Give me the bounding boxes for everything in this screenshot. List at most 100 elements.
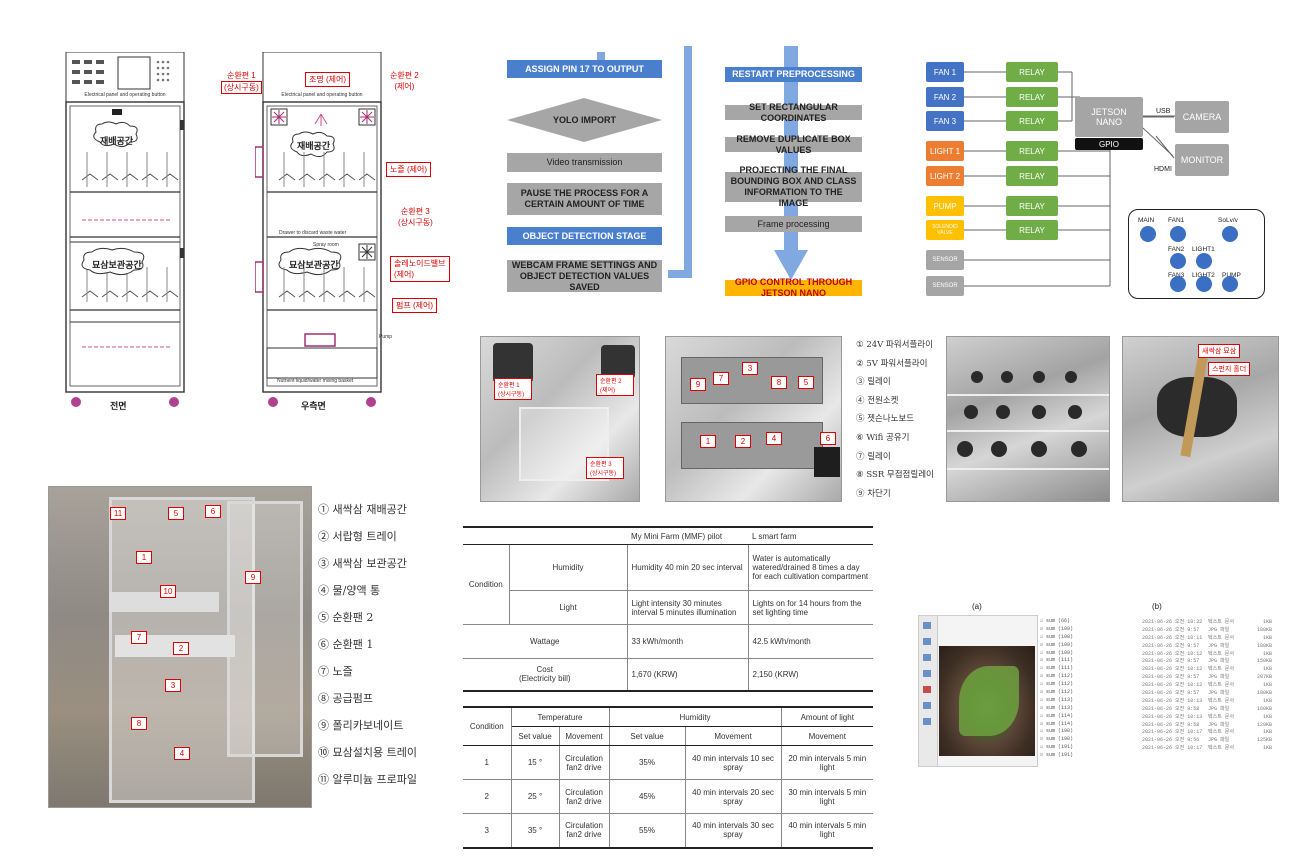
tool-open-icon[interactable] (923, 622, 931, 629)
file-item[interactable]: ☑ sum (109) (1040, 642, 1073, 650)
usb-label: USB (1156, 108, 1171, 115)
file-item-checkbox[interactable]: ☑ (1040, 641, 1047, 648)
tool-delete-icon[interactable] (923, 718, 931, 725)
file-item[interactable]: ☑ sum (190) (1040, 736, 1073, 744)
file-item-checkbox[interactable]: ☐ (1040, 728, 1047, 735)
legend-component-item: ③ 새싹삼 보관공간 (318, 557, 407, 570)
file-date: 2021-06-26 오전 10:13 (1142, 713, 1203, 720)
file-item[interactable]: ☐ sum (112) (1040, 681, 1073, 689)
panel-label-a: (a) (972, 602, 982, 611)
file-item[interactable]: ☑ sum (191) (1040, 752, 1073, 760)
file-item[interactable]: ☑ sum (112) (1040, 673, 1073, 681)
farm-door-shape (227, 501, 303, 757)
tool-save-icon[interactable] (923, 670, 931, 677)
file-item[interactable]: ☐ sum (111) (1040, 665, 1073, 673)
file-item[interactable]: ☐ sum (190) (1040, 728, 1073, 736)
file-date: 2021-06-26 오전 10:12 (1142, 666, 1203, 673)
file-item-checkbox[interactable]: ☐ (1040, 744, 1047, 751)
file-type: 텍스트 문서 (1208, 682, 1235, 689)
file-item-checkbox[interactable]: ☑ (1040, 704, 1047, 711)
file-item-name: sum (112) (1046, 681, 1074, 688)
monitor-box: MONITOR (1175, 144, 1229, 176)
file-item-checkbox[interactable]: ☐ (1040, 681, 1047, 688)
farm-tag-7: 7 (131, 631, 147, 644)
tag-fan1-text: 순환편 1 (227, 71, 256, 80)
file-size: 1KB (1262, 697, 1272, 704)
panel-tag-6: 6 (820, 432, 836, 445)
panel-tag-8: 8 (771, 376, 787, 389)
relay-pump: RELAY (1006, 196, 1058, 216)
file-item[interactable]: ☐ sum (113) (1040, 697, 1073, 705)
table-header-cell: My Mini Farm (MMF) pilot (627, 526, 748, 545)
panel-tag-3: 3 (742, 362, 758, 375)
file-item[interactable]: ☐ sum (109) (1040, 650, 1073, 658)
photo1-tag-fan2: 순환편 2 (제어) (596, 374, 634, 396)
tool-box-icon[interactable] (923, 686, 931, 693)
table-group-row: Condition Temperature Humidity Amount of… (463, 706, 873, 746)
farm-shelf-shape (109, 592, 219, 612)
file-item[interactable]: ☑ sum (113) (1040, 705, 1073, 713)
file-item[interactable]: ☐ sum (108) (1040, 634, 1073, 642)
farm-tag-8: 8 (131, 717, 147, 730)
tool-prev-icon[interactable] (923, 654, 931, 661)
file-item-checkbox[interactable]: ☐ (1040, 618, 1047, 624)
file-item-checkbox[interactable]: ☐ (1040, 633, 1047, 640)
legend-component-item: ⑤ 순환팬 2 (318, 611, 374, 624)
file-item-checkbox[interactable]: ☑ (1040, 752, 1047, 759)
relay-fan3: RELAY (1006, 111, 1058, 131)
file-size: 207KB (1256, 674, 1272, 681)
file-item-checkbox[interactable]: ☑ (1040, 689, 1047, 696)
file-item[interactable]: ☑ sum (112) (1040, 689, 1073, 697)
file-item-name: sum (112) (1046, 689, 1074, 696)
file-item-checkbox[interactable]: ☑ (1040, 720, 1047, 727)
tool-zoom-icon[interactable] (923, 702, 931, 709)
file-item-checkbox[interactable]: ☐ (1040, 649, 1047, 656)
farm-tag-5: 5 (168, 507, 184, 520)
file-item-checkbox[interactable]: ☐ (1040, 696, 1047, 703)
file-type: JPG 파일 (1208, 674, 1230, 681)
file-item[interactable]: ☐ sum (191) (1040, 744, 1073, 752)
table-row: Wattage 33 kWh/month 42.5 kWh/month (463, 624, 873, 659)
button-fan2-label: FAN2 (1168, 246, 1185, 253)
file-item[interactable]: ☑ sum (111) (1040, 657, 1073, 665)
file-item-checkbox[interactable]: ☑ (1040, 736, 1047, 743)
file-item[interactable]: ☐ sum (114) (1040, 713, 1073, 721)
file-date: 2021-06-26 오전 9:57 (1142, 626, 1200, 633)
table-subheader-cell: Set value (511, 726, 560, 746)
file-date: 2021-06-26 오전 10:11 (1142, 634, 1203, 641)
table-cell: Lights on for 14 hours from the set ligh… (752, 598, 862, 617)
file-type: JPG 파일 (1208, 626, 1230, 633)
tool-next-icon[interactable] (923, 638, 931, 645)
file-item[interactable]: ☑ sum (109) (1040, 626, 1073, 634)
file-size: 150KB (1256, 658, 1272, 665)
file-item-checkbox[interactable]: ☐ (1040, 712, 1047, 719)
file-item-checkbox[interactable]: ☐ (1040, 665, 1047, 672)
tag-fan2-text: 순환편 2 (390, 71, 419, 80)
file-item[interactable]: ☑ sum (114) (1040, 721, 1073, 729)
file-item[interactable]: ☐ sum (66) (1040, 618, 1073, 626)
file-item-checkbox[interactable]: ☑ (1040, 625, 1047, 632)
button-fan3 (1170, 276, 1186, 292)
file-item-checkbox[interactable]: ☑ (1040, 673, 1047, 680)
file-item-checkbox[interactable]: ☑ (1040, 657, 1047, 664)
file-size: 160KB (1256, 705, 1272, 712)
legend-component-item: ① 새싹삼 재배공간 (318, 503, 407, 516)
tag-fan3-sub: (상시구동) (398, 218, 433, 227)
